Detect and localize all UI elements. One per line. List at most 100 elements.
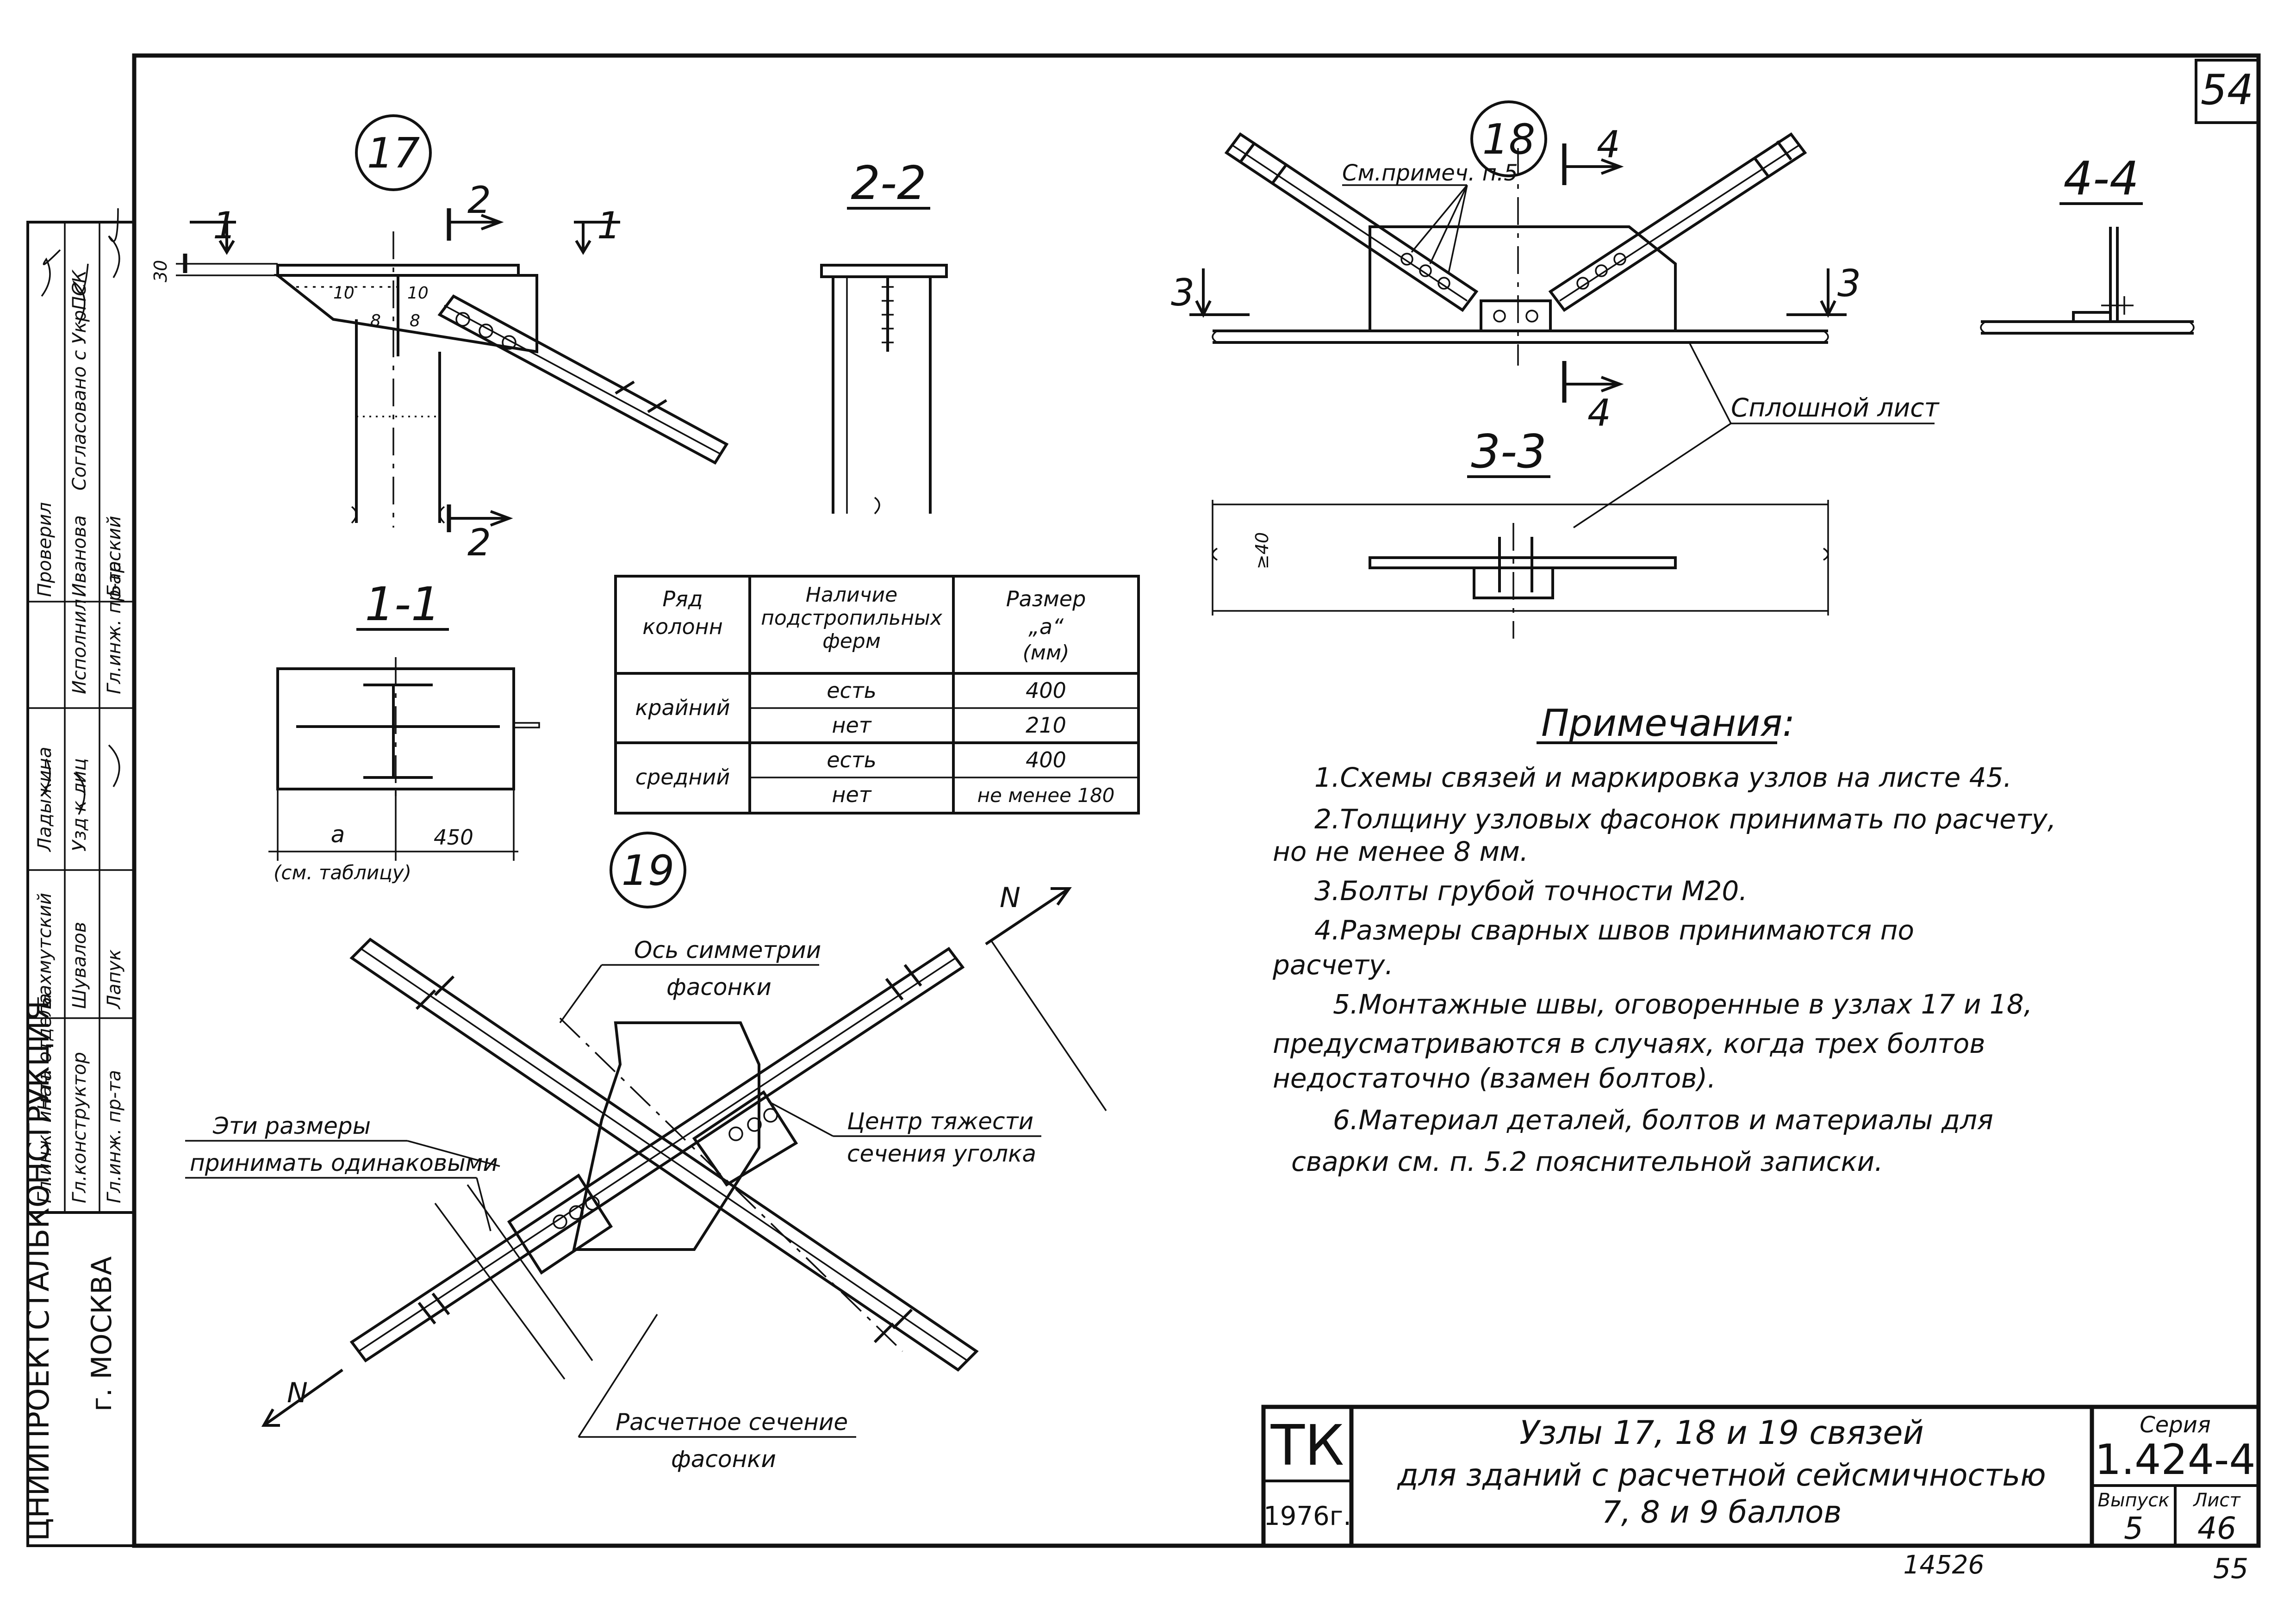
node-19-cg-2: сечения уголка	[847, 1140, 1036, 1167]
section-22-title: 2-2	[851, 156, 926, 210]
stamp-name-3: Лапук	[104, 949, 125, 1010]
notes-line-1: 1.Схемы связей и маркировка узлов на лис…	[1314, 762, 2012, 793]
tb-title-2: для зданий с расчетной сейсмичностью	[1397, 1457, 2046, 1493]
table-h1-b: колонн	[642, 614, 723, 639]
stamp-role-4: Гл.инж. пр-та	[104, 1070, 125, 1203]
stamp-role2-3: Гл.инж. пр-та	[104, 561, 125, 694]
table-row-3-presence: есть	[827, 747, 877, 772]
node-17-t10b: 10	[407, 284, 429, 303]
stamp-agreed: Согласовано с УкрПСК	[69, 269, 90, 491]
tb-code: ТК	[1270, 1414, 1344, 1478]
notes-line-2: 2.Толщину узловых фасонок принимать по р…	[1314, 803, 2056, 835]
stamp-name2-1: Иванова	[69, 515, 90, 597]
stamp-role-3: Гл.конструктор	[69, 1052, 90, 1203]
table-row-3-row: средний	[635, 765, 730, 790]
table-h3-b: „a“	[1028, 614, 1064, 639]
section-33-dim40: ≥40	[1252, 532, 1272, 569]
node-19-calc-1: Расчетное сечение	[616, 1409, 848, 1436]
node-19-n-bottom: N	[287, 1377, 308, 1409]
notes-line-5: 4.Размеры сварных швов принимаются по	[1314, 914, 1914, 946]
tb-sheet: 46	[2197, 1511, 2236, 1546]
table-row-2-presence: нет	[832, 713, 871, 738]
node-19-dims-1: Эти размеры	[212, 1113, 371, 1139]
section-11-note: (см. таблицу)	[274, 861, 411, 884]
stamp-role2-1: Проверил	[34, 502, 56, 597]
stamp-name-2: Шувалов	[69, 922, 90, 1009]
tb-series-label: Серия	[2140, 1412, 2211, 1438]
stamp-misc-1: Ладыжина	[34, 746, 56, 852]
notes-line-8: предусматриваются в случаях, когда трех …	[1273, 1028, 1985, 1059]
signature-scribble	[41, 208, 120, 815]
stamp-misc-2: Узд к лиц	[69, 758, 90, 852]
node-19-dims-2: принимать одинаковыми	[190, 1150, 498, 1176]
notes-line-10: 6.Материал деталей, болтов и материалы д…	[1333, 1104, 1993, 1136]
tb-series: 1.424-4	[2095, 1436, 2255, 1484]
tb-issue-label: Выпуск	[2098, 1490, 2170, 1511]
tb-year: 1976г.	[1263, 1501, 1351, 1531]
node-17-sec1a: 1	[213, 204, 236, 247]
node-17-sec1b: 1	[597, 204, 621, 247]
table-h2-c: ферм	[822, 629, 881, 653]
section-3-3: 3-3 ≥40	[1212, 424, 1829, 639]
tb-title-1: Узлы 17, 18 и 19 связей	[1519, 1414, 1924, 1452]
node-19-n-top: N	[1000, 882, 1020, 914]
section-11-title: 1-1	[365, 577, 440, 631]
node-17-dim30: 30	[150, 260, 171, 282]
stamp-city: г. МОСКВА	[86, 1256, 118, 1412]
section-44-title: 4-4	[2063, 151, 2139, 205]
node-18-sec3b: 3	[1837, 262, 1861, 305]
table-row-1-row: крайний	[635, 695, 730, 720]
param-table: Ряд колонн Наличие подстропильных ферм Р…	[614, 575, 1140, 815]
table-h1-a: Ряд	[662, 586, 703, 611]
sheet-number-top: 54	[2201, 66, 2254, 114]
table-row-4-size: не менее 180	[977, 784, 1115, 807]
node-17-sec2b: 2	[467, 521, 491, 564]
notes-line-4: 3.Болты грубой точности М20.	[1314, 875, 1748, 907]
section-33-title: 3-3	[1471, 424, 1546, 479]
node-17-t10a: 10	[333, 284, 355, 303]
node-18-sec3a: 3	[1171, 271, 1195, 314]
title-block: ТК 1976г. Узлы 17, 18 и 19 связей для зд…	[1261, 1405, 2261, 1548]
notes-title: Примечания:	[1541, 702, 1795, 745]
tb-sheet-label: Лист	[2192, 1490, 2241, 1511]
stamp-name-1: Бахмутский	[34, 893, 56, 1009]
node-18-solid-sheet: Сплошной лист	[1731, 393, 1940, 423]
node-19-calc-2: фасонки	[671, 1446, 776, 1473]
node-18-note-ref: См.примеч. п.5	[1342, 160, 1518, 186]
table-row-2-size: 210	[1026, 713, 1066, 738]
section-1-1: 1-1 a 450 (см. таблицу)	[268, 577, 540, 884]
table-h3-a: Размер	[1006, 586, 1086, 611]
stamp-name2-2: Барский	[104, 516, 125, 597]
node-18-sec4a: 4	[1597, 123, 1620, 166]
table-row-4-presence: нет	[832, 782, 871, 807]
table-row-1-presence: есть	[827, 678, 877, 703]
node-17-sec2a: 2	[467, 179, 491, 222]
table-row-1-size: 400	[1026, 678, 1066, 703]
notes-line-3: но не менее 8 мм.	[1273, 836, 1528, 867]
notes-line-7: 5.Монтажные швы, оговоренные в узлах 17 …	[1333, 989, 2032, 1020]
stamp-role-1: Гл.инж. ин-та	[34, 1070, 56, 1203]
stamp-role-2: Нач. отдела	[34, 993, 56, 1111]
node-17-t8a: 8	[370, 311, 381, 330]
stamp-org: ЦНИИПРОЕКТСТАЛЬКОНСТРУКЦИЯ	[22, 1001, 56, 1541]
tb-issue: 5	[2124, 1511, 2143, 1546]
notes-line-6: расчету.	[1272, 949, 1394, 981]
section-2-2: 2-2	[820, 156, 948, 515]
node-17-number: 17	[367, 129, 420, 178]
notes-block: Примечания: 1.Схемы связей и маркировка …	[1272, 702, 2056, 1177]
page-number-bottom: 55	[2213, 1553, 2248, 1585]
node-17-t8b: 8	[410, 311, 420, 330]
node-18-sec4b: 4	[1587, 392, 1611, 435]
stamp-role2-2: Исполнил	[69, 599, 90, 694]
tb-title-3: 7, 8 и 9 баллов	[1602, 1494, 1842, 1530]
inventory-number: 14526	[1904, 1550, 1985, 1579]
node-18: 18 См.примеч. п.5 3 3	[1171, 100, 1940, 529]
table-h3-c: (мм)	[1023, 641, 1070, 665]
table-h2-b: подстропильных	[761, 606, 943, 630]
table-h2-a: Наличие	[806, 583, 897, 607]
notes-line-9: недостаточно (взамен болтов).	[1273, 1063, 1716, 1094]
node-18-number: 18	[1482, 115, 1536, 164]
node-17: 17 10 10 8 8 1 1 2 2	[150, 114, 729, 564]
side-stamp: ЦНИИПРОЕКТСТАЛЬКОНСТРУКЦИЯ г. МОСКВА Гл.…	[22, 208, 136, 1547]
